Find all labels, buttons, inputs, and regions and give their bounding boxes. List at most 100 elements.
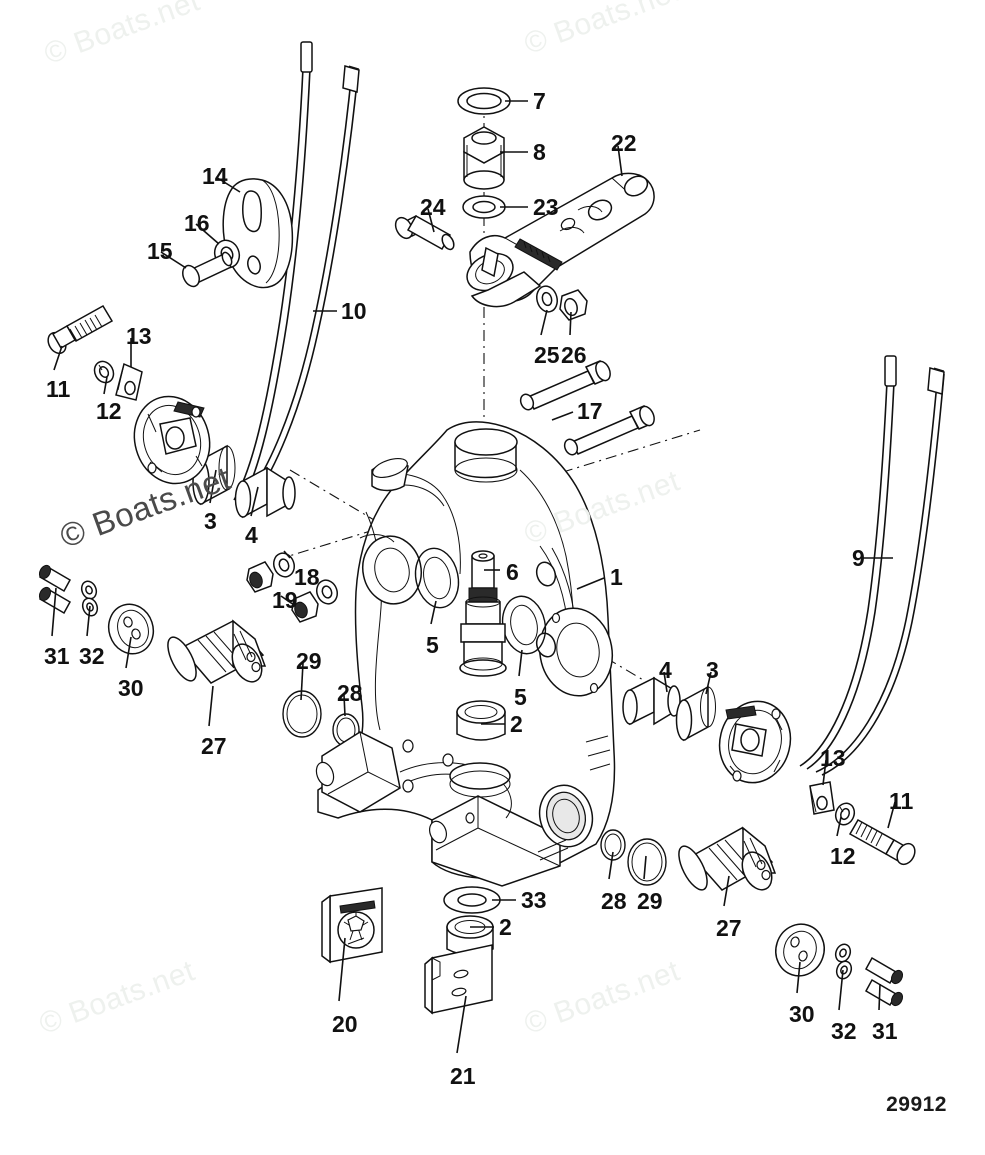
callout-13b: 13 [820, 745, 846, 771]
callout-30b: 30 [789, 1001, 815, 1027]
part-4-bearing-right [622, 676, 681, 726]
callout-2b: 2 [499, 914, 512, 940]
leader-line-28a [343, 694, 346, 717]
callout-21: 21 [450, 1063, 476, 1089]
callout-23: 23 [533, 194, 559, 220]
callout-7: 7 [533, 88, 546, 114]
leader-line-11a [53, 345, 63, 371]
leader-line-32a [86, 605, 91, 637]
part-33-thrust-washer [443, 886, 501, 914]
callout-17: 17 [577, 398, 603, 424]
bell-housing-plate-left [133, 395, 211, 485]
callout-4b: 4 [659, 657, 672, 683]
leader-line-1 [576, 577, 605, 590]
leader-line-31a [51, 587, 57, 637]
callout-28b: 28 [601, 888, 627, 914]
leader-line-21 [456, 995, 467, 1054]
part-13-clamp-bracket-left [115, 362, 143, 401]
callout-16: 16 [184, 210, 210, 236]
part-7-washer-top [457, 87, 511, 115]
part-11-bolt-left [47, 304, 114, 355]
part-12-lock-washer-right [834, 802, 856, 826]
part-20-decal-plate [321, 887, 383, 964]
leader-line-20 [338, 937, 346, 1002]
callout-25: 25 [534, 342, 560, 368]
leader-line-31b [878, 983, 881, 1011]
bell-housing-plate-right [718, 700, 792, 784]
part-24-bolt [394, 214, 455, 251]
part-9-harness-right [799, 355, 945, 776]
leader-line-32b [838, 969, 844, 1011]
part-25-washer-pivot [536, 285, 558, 313]
callout-11a: 11 [46, 376, 71, 402]
callout-28a: 28 [337, 680, 363, 706]
part-23-washer-lever [462, 195, 506, 219]
leader-line-3a [209, 469, 217, 504]
callout-5a: 5 [426, 632, 439, 658]
leader-line-27b [723, 875, 730, 907]
part-27-trim-sender-left [167, 619, 267, 684]
callout-22: 22 [611, 130, 637, 156]
part-18-washers-left [272, 552, 339, 605]
leader-line-27a [208, 685, 214, 727]
part-19-locknuts-left [246, 561, 319, 623]
leader-line-25 [540, 309, 548, 336]
callout-3b: 3 [706, 657, 719, 683]
part-3-sleeve-right [675, 685, 716, 742]
part-22-steering-lever [466, 172, 655, 308]
leader-line-18 [283, 550, 291, 559]
part-17-bolts [519, 360, 655, 456]
leader-line-19 [280, 595, 295, 606]
part-27-trim-sender-right [678, 826, 777, 891]
part-13-clamp-bracket-right [809, 781, 835, 815]
leader-line-12a [103, 376, 108, 395]
leader-line-17 [551, 411, 574, 421]
callout-33: 33 [521, 887, 547, 913]
callout-24: 24 [420, 194, 446, 220]
part-29-o-ring-right [627, 838, 667, 886]
callout-4a: 4 [245, 522, 258, 548]
part-32-washers-left [80, 580, 99, 617]
callout-1: 1 [610, 564, 623, 590]
callout-12b: 12 [830, 843, 856, 869]
callout-19: 19 [272, 587, 298, 613]
callout-27a: 27 [201, 733, 227, 759]
part-21-cover-plate [424, 944, 493, 1015]
part-4-bearing-left [234, 466, 296, 519]
leader-line-26 [569, 311, 572, 336]
callout-29a: 29 [296, 648, 322, 674]
leader-line-30b [796, 961, 801, 994]
callout-20: 20 [332, 1011, 358, 1037]
leader-line-5a [430, 600, 437, 625]
leader-line-13b [822, 759, 827, 786]
leader-line-30a [125, 636, 132, 669]
leader-line-5b [518, 649, 523, 677]
callout-12a: 12 [96, 398, 122, 424]
callout-6: 6 [506, 559, 519, 585]
part-30-end-cap-right [775, 923, 825, 977]
callout-32a: 32 [79, 643, 105, 669]
callout-31a: 31 [44, 643, 70, 669]
callout-11b: 11 [889, 788, 914, 814]
callout-30a: 30 [118, 675, 144, 701]
callout-13a: 13 [126, 323, 152, 349]
part-10-harness-left [233, 41, 360, 504]
leader-line-4b [663, 671, 668, 693]
callout-3a: 3 [204, 508, 217, 534]
callout-31b: 31 [872, 1018, 898, 1044]
callout-9: 9 [852, 545, 865, 571]
callout-2a: 2 [510, 711, 523, 737]
leader-line-22 [617, 145, 623, 177]
callout-18: 18 [294, 564, 320, 590]
part-30-end-cap-left [107, 603, 155, 655]
part-26-nut-pivot [559, 289, 588, 321]
part-12-lock-washer-left [93, 360, 115, 384]
part-2-bushing-upper [456, 700, 506, 741]
callout-leader-lines [51, 100, 896, 1054]
callout-8: 8 [533, 139, 546, 165]
leader-line-16 [195, 223, 220, 245]
leader-line-12b [836, 816, 842, 837]
part-8-cap-nut [463, 126, 505, 190]
